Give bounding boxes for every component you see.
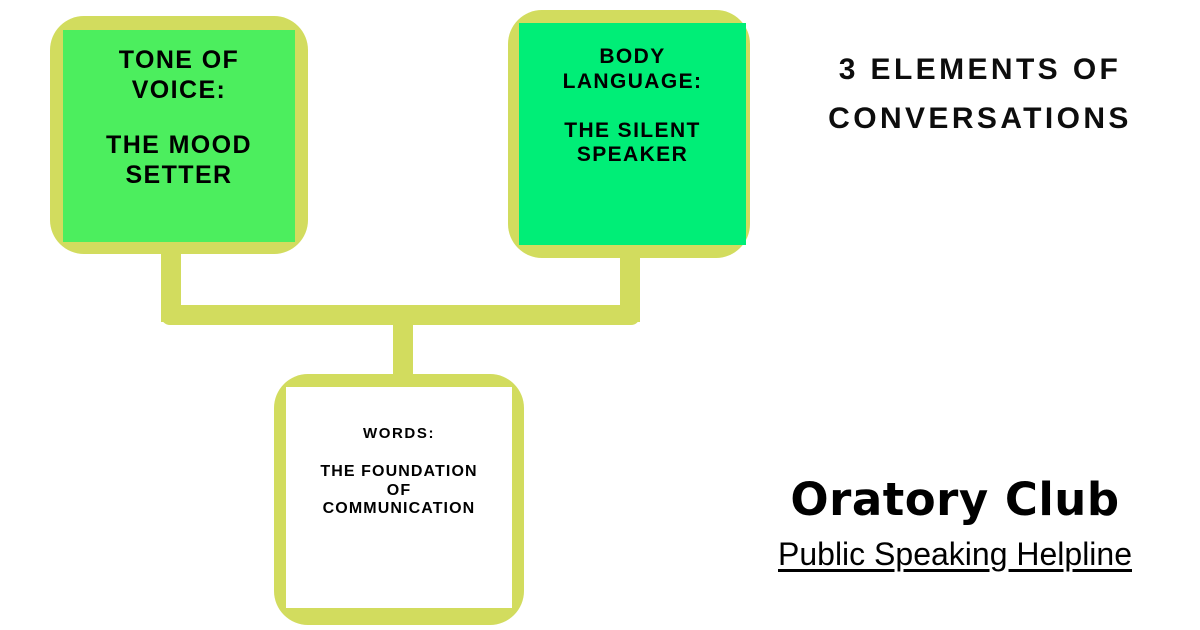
brand-tagline: Public Speaking Helpline bbox=[778, 536, 1132, 573]
node-words-body: WORDS: THE FOUNDATION OF COMMUNICATION bbox=[286, 387, 512, 608]
connector-left-stem bbox=[161, 240, 181, 322]
node-words: WORDS: THE FOUNDATION OF COMMUNICATION bbox=[274, 374, 524, 625]
node-words-title: WORDS: bbox=[362, 425, 436, 442]
node-body-language: BODY LANGUAGE: THE SILENT SPEAKER bbox=[508, 10, 750, 258]
node-words-subtitle: THE FOUNDATION OF COMMUNICATION bbox=[320, 462, 478, 518]
node-body-language-subtitle: THE SILENT SPEAKER bbox=[564, 118, 701, 167]
brand-name: Oratory Club bbox=[790, 473, 1120, 526]
page-title: 3 ELEMENTS OF CONVERSATIONS bbox=[828, 53, 1132, 135]
connector-right-stem bbox=[620, 240, 640, 322]
node-tone-of-voice: TONE OF VOICE: THE MOOD SETTER bbox=[50, 16, 308, 254]
node-tone-of-voice-body: TONE OF VOICE: THE MOOD SETTER bbox=[63, 30, 295, 242]
branding: Oratory Club Public Speaking Helpline bbox=[720, 476, 1190, 572]
node-tone-of-voice-subtitle: THE MOOD SETTER bbox=[106, 131, 252, 189]
connector-center-stem bbox=[393, 310, 413, 395]
node-tone-of-voice-title: TONE OF VOICE: bbox=[118, 46, 240, 104]
node-body-language-body: BODY LANGUAGE: THE SILENT SPEAKER bbox=[519, 23, 746, 245]
node-body-language-title: BODY LANGUAGE: bbox=[562, 45, 703, 93]
